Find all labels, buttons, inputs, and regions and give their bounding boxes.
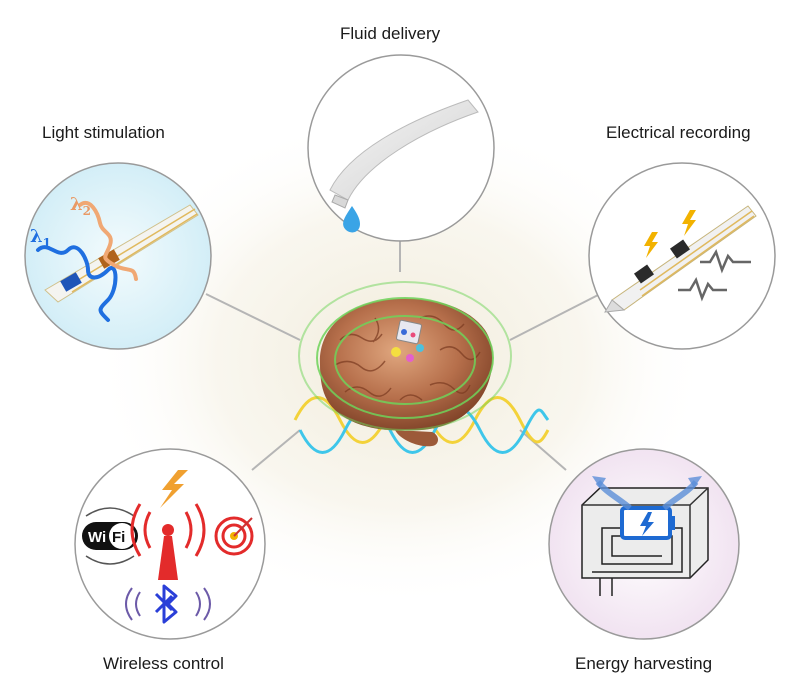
label-light-stimulation: Light stimulation <box>42 123 165 142</box>
lightning-bolt-icon <box>160 470 188 508</box>
svg-text:Fi: Fi <box>112 529 125 546</box>
wave-cyan <box>298 406 550 454</box>
battery-icon <box>620 506 675 540</box>
signal-rings <box>298 281 512 431</box>
connector-wireless <box>251 429 301 471</box>
signal-wave-icon <box>700 249 751 274</box>
electrical-recording-panel <box>588 162 776 350</box>
target-icon <box>214 516 254 556</box>
label-fluid-delivery: Fluid delivery <box>340 24 441 43</box>
label-energy-harvesting: Energy harvesting <box>575 654 713 673</box>
wifi-icon: Wi Fi <box>82 507 138 565</box>
antenna-icon <box>130 503 206 580</box>
coil <box>592 527 683 596</box>
fluid-probe <box>329 99 479 201</box>
label-wireless-control: Wireless control <box>103 654 224 673</box>
connector-electrical <box>509 293 601 341</box>
lambda-2: λ2 <box>70 194 91 218</box>
connector-energy <box>519 429 567 471</box>
water-drop-icon <box>343 206 360 233</box>
lightning-bolt-icon-2 <box>682 210 696 236</box>
light-stimulation-panel: λ1 λ2 <box>24 162 212 350</box>
bluetooth-icon <box>125 584 211 624</box>
lambda-1: λ1 <box>30 226 51 250</box>
fluid-delivery-panel <box>307 54 495 242</box>
connector-light <box>205 293 301 341</box>
wireless-control-panel: Wi Fi <box>74 448 266 640</box>
signal-wave-icon-2 <box>678 277 727 302</box>
connector-lines <box>205 238 601 471</box>
orange-light-wave <box>78 201 138 281</box>
svg-text:Wi: Wi <box>88 529 106 546</box>
implant-chip <box>396 319 422 345</box>
blue-light-wave <box>36 245 118 322</box>
label-electrical-recording: Electrical recording <box>606 123 751 142</box>
brain <box>298 281 512 447</box>
energy-harvesting-panel <box>548 448 740 640</box>
lightning-bolt-icon <box>644 232 658 258</box>
